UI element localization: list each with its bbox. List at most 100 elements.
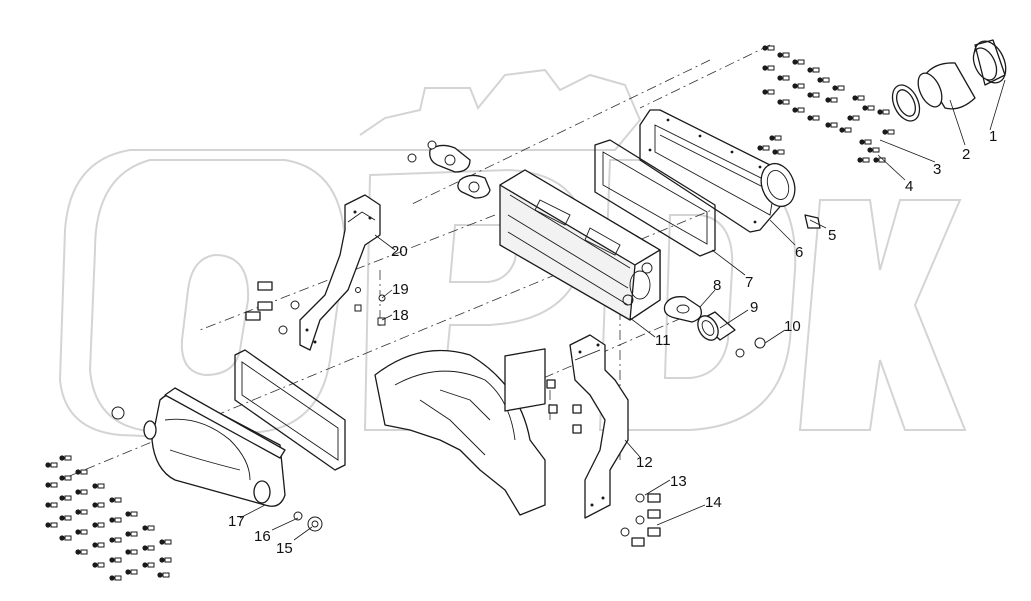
part-17-inlet-chamber: [111, 387, 286, 507]
bolt-top-right: [807, 67, 813, 73]
bolt-bottom-left: [157, 572, 163, 578]
bolt-top-right-shank: [830, 97, 838, 103]
bolt-top-right-shank: [767, 89, 775, 95]
callout-labels: 1 2 3 4 5 6 7 8 9 10 11 12 13 14 15 16 1…: [228, 128, 997, 557]
bolt-top-right: [777, 75, 783, 81]
bolt-bottom-left: [75, 509, 81, 515]
bolt-top-right-shank: [857, 95, 865, 101]
callout-7: 7: [745, 274, 753, 291]
bolt-bottom-left-shank: [114, 557, 122, 563]
washer-right: [873, 157, 879, 163]
bolts-center-small: [546, 379, 582, 434]
bolt-bottom-left: [92, 502, 98, 508]
bolt-bottom-left: [75, 529, 81, 535]
bolt-bottom-left: [75, 549, 81, 555]
bolt-bottom-left: [109, 517, 115, 523]
bolt-top-right: [807, 92, 813, 98]
callout-8: 8: [713, 277, 721, 294]
bolt-bottom-left: [92, 542, 98, 548]
bolt-bottom-left: [125, 511, 131, 517]
bolt-bottom-left-shank: [97, 542, 105, 548]
bolt-top-right: [825, 122, 831, 128]
bolt-bottom-left-shank: [130, 511, 138, 517]
washer-right: [857, 157, 863, 163]
callout-4: 4: [905, 178, 913, 195]
bolt-bottom-left-shank: [130, 569, 138, 575]
bolt-top-right: [825, 97, 831, 103]
bolt-bottom-left-shank: [130, 531, 138, 537]
bolt-bottom-left-shank: [97, 522, 105, 528]
bolt-bottom-left-shank: [114, 575, 122, 581]
bolt-top-right: [762, 45, 768, 51]
bolt-bottom-left-shank: [50, 522, 58, 528]
watermark-gear-outline: [58, 68, 642, 439]
bolt-cluster-bottom-left: [45, 455, 172, 581]
washer-right: [757, 145, 763, 151]
bolt-top-right: [777, 99, 783, 105]
bolt-bottom-left: [59, 475, 65, 481]
callout-13: 13: [670, 473, 687, 490]
bolt-bottom-left: [125, 531, 131, 537]
bolt-top-right: [862, 105, 868, 111]
part-10-bolt: [735, 337, 766, 358]
callout-14: 14: [705, 494, 722, 511]
bolt-bottom-left: [59, 495, 65, 501]
bolt-bottom-left-shank: [64, 495, 72, 501]
callout-16: 16: [254, 528, 271, 545]
part-12-bracket: [569, 334, 629, 519]
bolt-top-right-shank: [767, 65, 775, 71]
bell-housing: [374, 348, 546, 516]
bolt-bottom-left-shank: [50, 462, 58, 468]
bolt-bottom-left: [159, 539, 165, 545]
washer-right-shank: [777, 149, 785, 155]
bolt-bottom-left: [59, 455, 65, 461]
flange-pair-top: [407, 140, 491, 199]
bolt-top-right: [807, 115, 813, 121]
bolt-bottom-left-shank: [64, 455, 72, 461]
bolt-bottom-left-shank: [64, 515, 72, 521]
bolt-top-right-shank: [782, 52, 790, 58]
callout-11: 11: [655, 332, 671, 349]
bolt-top-right: [852, 95, 858, 101]
bolt-bottom-left-shank: [80, 509, 88, 515]
bolt-bottom-left-shank: [80, 489, 88, 495]
bolt-top-right-shank: [837, 85, 845, 91]
bolt-bottom-left-shank: [147, 525, 155, 531]
bolt-top-right-shank: [797, 59, 805, 65]
callout-20: 20: [391, 243, 408, 260]
bolt-bottom-left: [92, 522, 98, 528]
callout-9: 9: [750, 299, 758, 316]
washer-right: [772, 149, 778, 155]
gasket-left: [234, 349, 346, 471]
washer-right-shank: [862, 157, 870, 163]
bolt-top-right-shank: [812, 67, 820, 73]
bolt-bottom-left: [125, 569, 131, 575]
washer-right-shank: [872, 147, 880, 153]
callout-17: 17: [228, 513, 245, 530]
bolt-bottom-left-shank: [147, 562, 155, 568]
bolt-top-right: [792, 83, 798, 89]
bolt-top-right-shank: [812, 115, 820, 121]
part-11-main-housing: [499, 169, 661, 321]
callout-10: 10: [784, 318, 801, 335]
bolt-bottom-left-shank: [162, 572, 170, 578]
bolt-top-right-shank: [867, 105, 875, 111]
bolt-bottom-left-shank: [80, 469, 88, 475]
bolt-cluster-right-washers: [757, 129, 895, 163]
bolt-bottom-left: [159, 557, 165, 563]
bolt-bottom-left-shank: [64, 475, 72, 481]
part-7-gasket: [594, 139, 716, 257]
bolt-bottom-left-shank: [114, 497, 122, 503]
bolt-top-right-shank: [767, 45, 775, 51]
washer-right: [867, 147, 873, 153]
bolts-18-19: [290, 287, 386, 326]
bolt-bottom-left: [59, 535, 65, 541]
bolt-bottom-left-shank: [147, 545, 155, 551]
bolt-bottom-left-shank: [97, 562, 105, 568]
callout-19: 19: [392, 281, 409, 298]
bolt-bottom-left: [109, 557, 115, 563]
bolt-top-right-shank: [782, 99, 790, 105]
bolt-top-right-shank: [782, 75, 790, 81]
bolt-top-right-shank: [812, 92, 820, 98]
